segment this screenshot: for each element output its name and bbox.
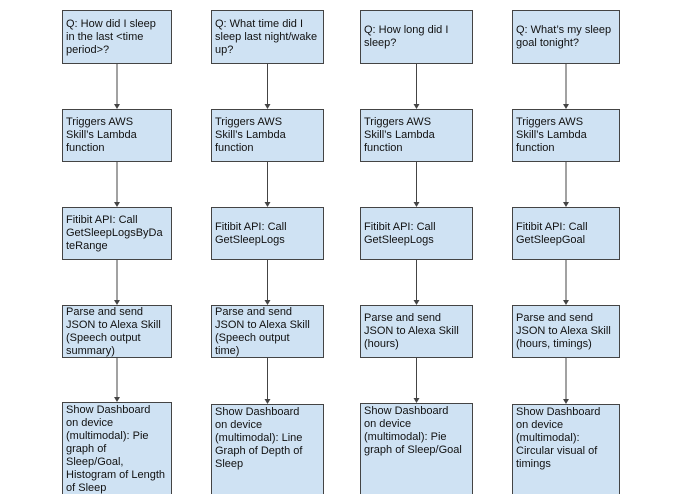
question-label: Q: What’s my sleep goal tonight? — [516, 24, 612, 49]
flow-arrow — [114, 162, 120, 207]
dashboard-box: Show Dashboard on device (multimodal): L… — [211, 404, 324, 494]
parse-send-box: Parse and send JSON to Alexa Skill (Spee… — [62, 305, 172, 358]
fitbit-api-call-label: Fitibit API: Call GetSleepLogs — [215, 220, 287, 246]
dashboard-label: Show Dashboard on device (multimodal): P… — [364, 405, 462, 456]
question-label: Q: How did I sleep in the last <time per… — [66, 17, 156, 56]
lambda-trigger-box: Triggers AWS Skill’s Lambda function — [62, 109, 172, 162]
flow-arrow — [114, 64, 120, 109]
lambda-trigger-box: Triggers AWS Skill’s Lambda function — [512, 109, 620, 162]
fitbit-api-call-box: Fitibit API: Call GetSleepLogs — [360, 207, 473, 260]
lambda-trigger-label: Triggers AWS Skill’s Lambda function — [66, 116, 137, 154]
lambda-trigger-box: Triggers AWS Skill’s Lambda function — [211, 109, 324, 162]
flow-arrow — [413, 358, 420, 403]
flow-arrow — [413, 260, 420, 305]
dashboard-label: Show Dashboard on device (multimodal): P… — [66, 404, 166, 494]
flow-arrow — [413, 64, 420, 109]
parse-send-box: Parse and send JSON to Alexa Skill (hour… — [360, 305, 473, 358]
fitbit-api-call-box: Fitibit API: Call GetSleepLogsByDa teRan… — [62, 207, 172, 260]
question-box: Q: How did I sleep in the last <time per… — [62, 10, 172, 64]
lambda-trigger-label: Triggers AWS Skill’s Lambda function — [516, 116, 587, 154]
fitbit-api-call-box: Fitibit API: Call GetSleepLogs — [211, 207, 324, 260]
lambda-trigger-label: Triggers AWS Skill’s Lambda function — [364, 116, 435, 154]
question-label: Q: How long did I sleep? — [364, 24, 449, 49]
parse-send-label: Parse and send JSON to Alexa Skill (hour… — [516, 312, 611, 350]
flow-arrow — [264, 162, 271, 207]
parse-send-label: Parse and send JSON to Alexa Skill (Spee… — [215, 305, 310, 357]
parse-send-box: Parse and send JSON to Alexa Skill (Spee… — [211, 305, 324, 358]
parse-send-label: Parse and send JSON to Alexa Skill (Spee… — [66, 305, 161, 357]
lambda-trigger-label: Triggers AWS Skill’s Lambda function — [215, 116, 286, 154]
question-box: Q: How long did I sleep? — [360, 10, 473, 64]
question-box: Q: What’s my sleep goal tonight? — [512, 10, 620, 64]
flow-arrow — [413, 162, 420, 207]
flow-arrow — [563, 358, 569, 404]
dashboard-label: Show Dashboard on device (multimodal): L… — [215, 406, 303, 470]
fitbit-api-call-label: Fitibit API: Call GetSleepLogs — [364, 220, 436, 246]
flow-arrow — [114, 358, 120, 402]
lambda-trigger-box: Triggers AWS Skill’s Lambda function — [360, 109, 473, 162]
parse-send-label: Parse and send JSON to Alexa Skill (hour… — [364, 312, 459, 350]
fitbit-api-call-label: Fitibit API: Call GetSleepGoal — [516, 220, 588, 246]
parse-send-box: Parse and send JSON to Alexa Skill (hour… — [512, 305, 620, 358]
fitbit-api-call-label: Fitibit API: Call GetSleepLogsByDa teRan… — [66, 214, 163, 252]
question-box: Q: What time did I sleep last night/wake… — [211, 10, 324, 64]
flow-arrow — [114, 260, 120, 305]
dashboard-box: Show Dashboard on device (multimodal): C… — [512, 404, 620, 494]
dashboard-label: Show Dashboard on device (multimodal): C… — [516, 406, 601, 470]
dashboard-box: Show Dashboard on device (multimodal): P… — [360, 403, 473, 494]
question-label: Q: What time did I sleep last night/wake… — [215, 17, 318, 56]
flow-arrow — [264, 64, 271, 109]
fitbit-api-call-box: Fitibit API: Call GetSleepGoal — [512, 207, 620, 260]
flow-arrow — [264, 358, 271, 404]
flow-arrow — [563, 162, 569, 207]
flow-arrow — [563, 260, 569, 305]
flow-arrow — [264, 260, 271, 305]
flow-arrow — [563, 64, 569, 109]
dashboard-box: Show Dashboard on device (multimodal): P… — [62, 402, 172, 494]
